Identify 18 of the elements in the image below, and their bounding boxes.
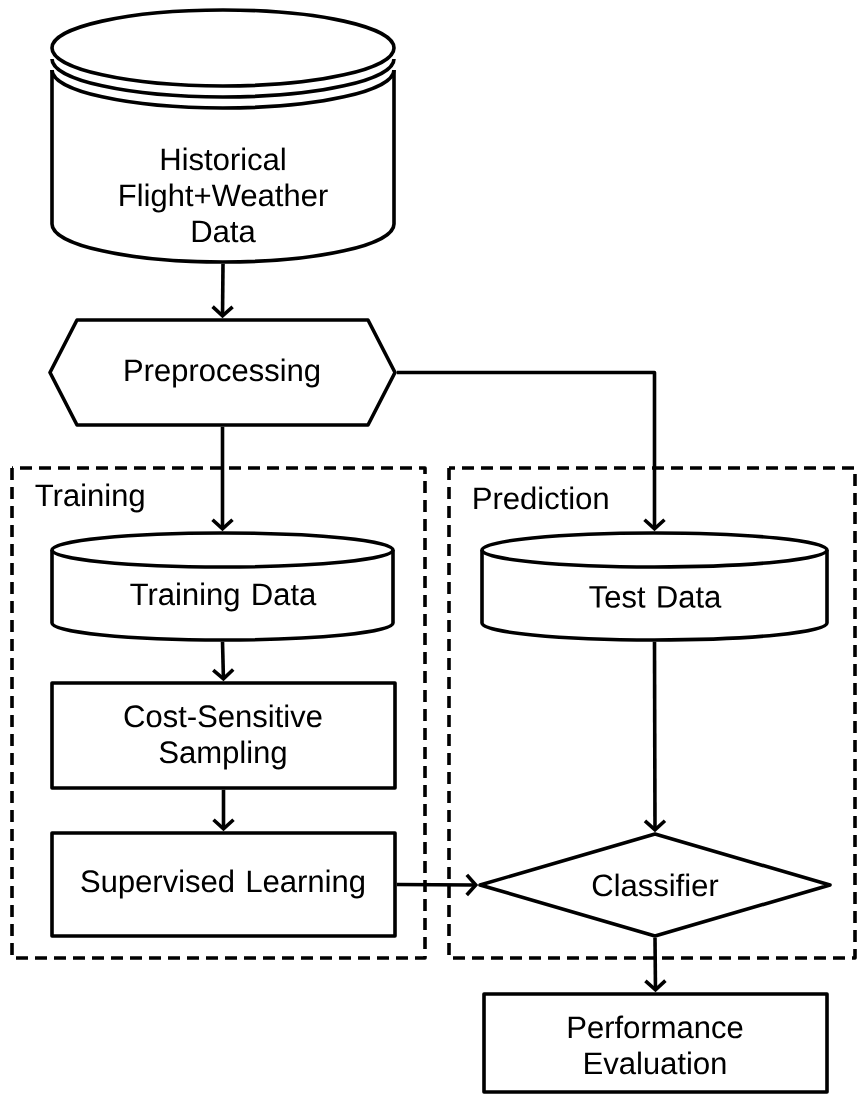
node-label: Training Data xyxy=(130,582,317,612)
arrow xyxy=(211,263,234,319)
process-hexagon: Preprocessing xyxy=(48,318,397,427)
process-box: Cost-Sensitive Sampling xyxy=(50,681,397,790)
database-cylinder: Training Data xyxy=(50,531,395,642)
arrow xyxy=(212,641,235,682)
database-cylinder: Test Data xyxy=(480,531,829,642)
process-box: Performance Evaluation xyxy=(482,992,829,1094)
node-label: Historical Flight+Weather Data xyxy=(120,147,328,243)
arrow xyxy=(644,937,667,993)
process-box: Supervised Learning xyxy=(50,831,397,938)
node-label: Test Data xyxy=(589,586,722,608)
database-cylinder: Historical Flight+Weather Data xyxy=(50,8,396,264)
arrow xyxy=(643,641,667,833)
arrow xyxy=(212,789,235,832)
arrow xyxy=(211,426,234,532)
arrow xyxy=(396,370,666,532)
arrow xyxy=(396,873,479,897)
